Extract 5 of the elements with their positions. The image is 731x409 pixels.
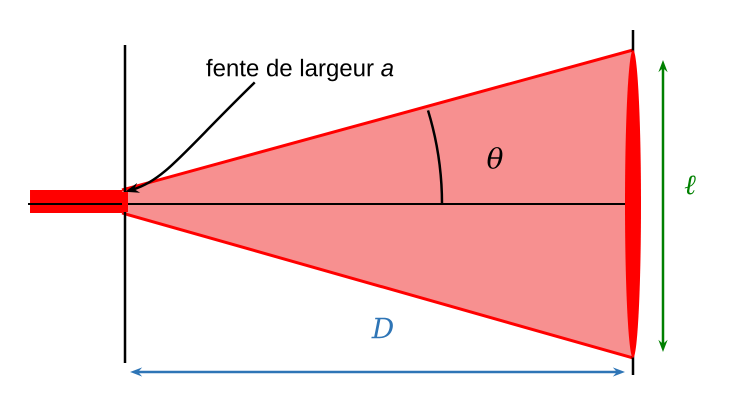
angle-label: θ	[488, 147, 502, 169]
dimension-label: ℓ	[684, 176, 696, 194]
slit-label: fente de largeur a	[206, 58, 394, 82]
dimension-label: D	[371, 318, 393, 338]
slit-opening	[122, 192, 128, 212]
